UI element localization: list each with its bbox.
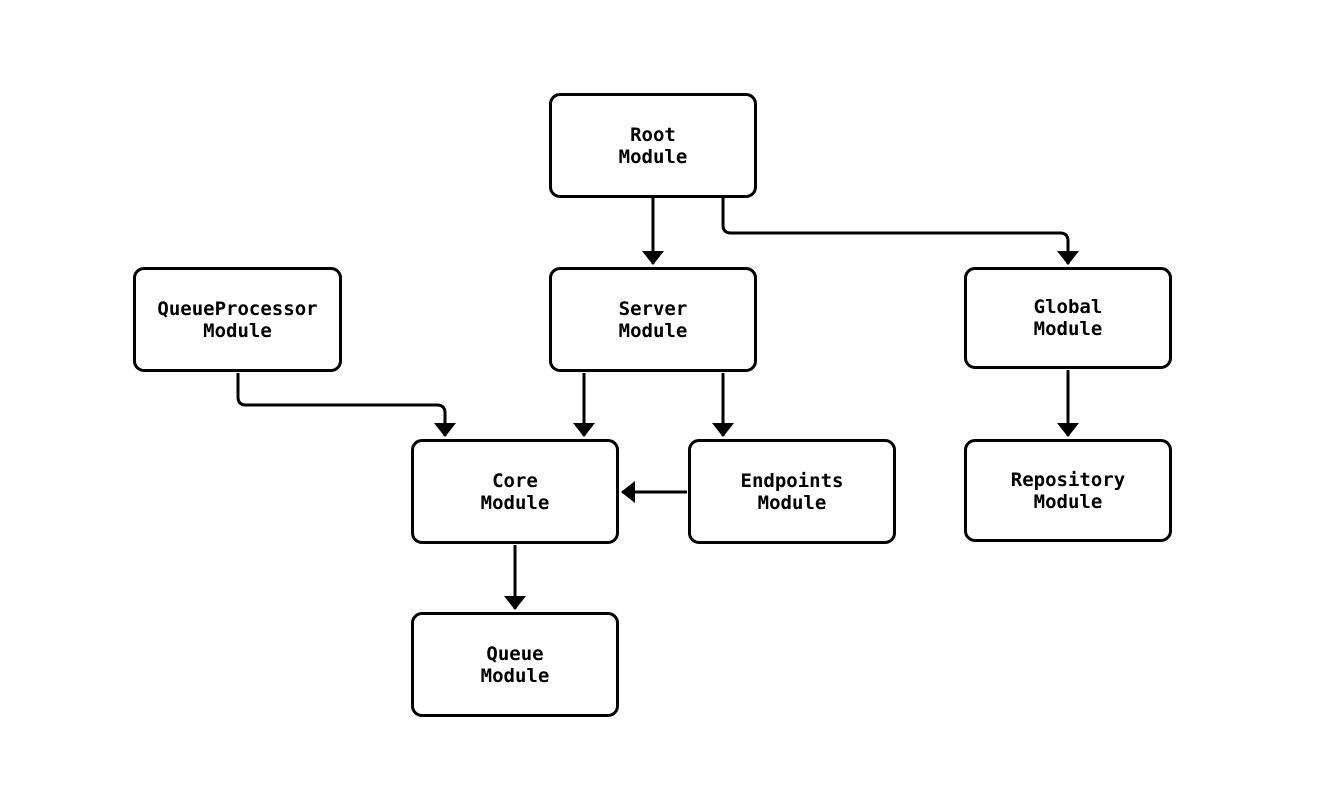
node-server-line1: Server	[618, 297, 688, 320]
node-repository-line2: Module	[1033, 490, 1103, 513]
node-repository-module: Repository Module	[964, 439, 1172, 542]
node-server-module: Server Module	[549, 267, 757, 372]
node-root-module: Root Module	[549, 93, 757, 198]
node-endpoints-line2: Module	[757, 491, 827, 514]
node-queueprocessor-line1: QueueProcessor	[157, 297, 318, 320]
node-endpoints-line1: Endpoints	[740, 469, 844, 492]
node-repository-line1: Repository	[1010, 468, 1126, 491]
node-queue-line1: Queue	[486, 642, 544, 665]
node-core-line2: Module	[480, 491, 550, 514]
node-core-module: Core Module	[411, 439, 619, 544]
edge-queueprocessor-core	[236, 373, 456, 437]
node-root-line1: Root	[630, 123, 676, 146]
node-global-line1: Global	[1033, 296, 1103, 318]
node-queueprocessor-module: QueueProcessor Module	[133, 267, 342, 372]
node-server-line2: Module	[618, 319, 688, 342]
node-core-line1: Core	[492, 469, 538, 492]
node-endpoints-module: Endpoints Module	[688, 439, 896, 544]
node-root-line2: Module	[618, 145, 688, 168]
node-global-line2: Module	[1033, 318, 1103, 340]
node-queue-line2: Module	[480, 664, 550, 687]
node-queue-module: Queue Module	[411, 612, 619, 717]
node-queueprocessor-line2: Module	[203, 319, 272, 342]
edge-root-global	[721, 198, 1079, 265]
node-global-module: Global Module	[964, 267, 1172, 369]
